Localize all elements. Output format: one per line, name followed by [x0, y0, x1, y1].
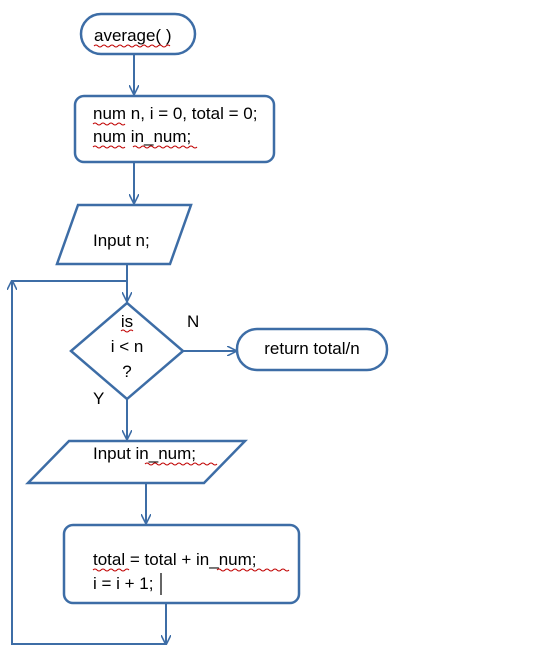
update-process-box — [62, 523, 301, 605]
spellcheck-squiggle — [92, 568, 130, 572]
no-branch-label: N — [187, 312, 199, 331]
yes-branch-label: Y — [93, 389, 104, 408]
declare-line-2: num in_num; — [93, 127, 191, 146]
spellcheck-squiggle — [93, 44, 171, 48]
return-label: return total/n — [264, 339, 359, 358]
update-line-2: i = i + 1; — [93, 574, 153, 593]
spellcheck-squiggle — [132, 145, 198, 149]
input-num-label: Input in_num; — [93, 444, 196, 463]
declare-line-1: num n, i = 0, total = 0; — [93, 104, 257, 123]
declare-process-box — [73, 94, 276, 164]
spellcheck-squiggle — [144, 462, 218, 466]
spellcheck-squiggle — [216, 568, 290, 572]
decision-line-1: is — [121, 312, 133, 331]
decision-line-2: i < n — [111, 337, 144, 356]
start-label: average( ) — [94, 26, 171, 45]
update-line-1: total = total + in_num; — [93, 550, 257, 569]
return-terminator — [235, 327, 389, 372]
input-num-parallelogram — [25, 439, 248, 485]
decision-line-3: ? — [122, 362, 131, 381]
spellcheck-squiggle — [92, 122, 126, 126]
input-n-parallelogram — [55, 203, 193, 266]
spellcheck-squiggle — [92, 145, 126, 149]
spellcheck-squiggle — [120, 329, 134, 333]
start-terminator — [79, 12, 197, 56]
input-n-label: Input n; — [93, 231, 150, 250]
decision-diamond — [69, 301, 185, 401]
